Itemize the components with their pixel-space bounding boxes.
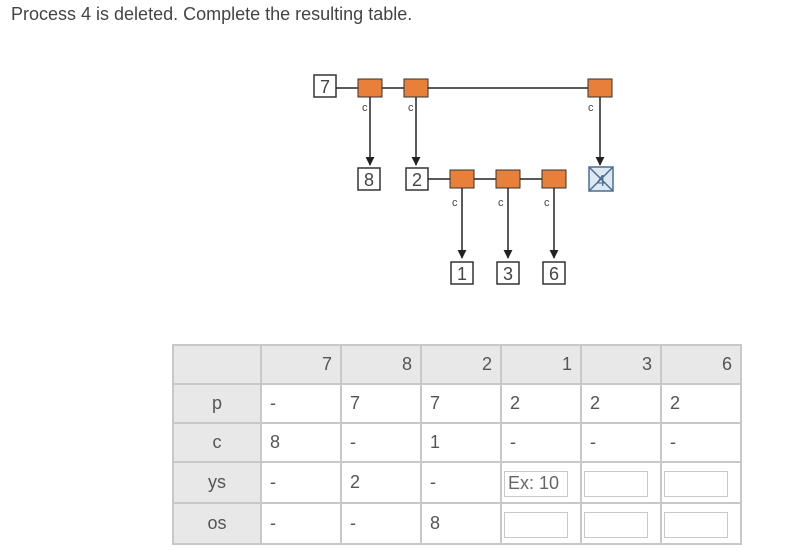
prompt-text: Process 4 is deleted. Complete the resul… <box>11 4 413 24</box>
table-row-ys: ys - 2 - <box>172 461 742 504</box>
tree-node-label: 8 <box>364 170 374 190</box>
pointer-block <box>541 169 567 189</box>
tree-node-2: 2 <box>405 167 429 191</box>
table-cell: 7 <box>340 383 422 424</box>
row-header: p <box>172 383 262 424</box>
row-header: c <box>172 422 262 463</box>
table-cell: - <box>660 422 742 463</box>
table-cell: - <box>580 422 662 463</box>
table-cell <box>580 461 662 504</box>
table-row-os: os - - 8 <box>172 502 742 545</box>
table-cell: - <box>340 422 422 463</box>
table-cell: - <box>260 383 342 424</box>
edge-label: c <box>588 102 594 114</box>
pointer-block <box>403 78 429 98</box>
table-corner <box>172 344 262 385</box>
tree-node-label: 7 <box>320 77 330 97</box>
pointer-block <box>357 78 383 98</box>
table-cell: - <box>260 502 342 545</box>
pointer-block <box>587 78 613 98</box>
table-cell <box>500 461 582 504</box>
pointer-block <box>495 169 521 189</box>
table-cell <box>660 461 742 504</box>
table-cell: 2 <box>580 383 662 424</box>
table-row-c: c 8 - 1 - - - <box>172 422 742 463</box>
table-cell: 2 <box>500 383 582 424</box>
tree-node-7: 7 <box>313 74 337 98</box>
table-cell: 2 <box>660 383 742 424</box>
tree-node-label: 2 <box>412 170 422 190</box>
column-header: 2 <box>420 344 502 385</box>
process-table: 7 8 2 1 3 6 p - 7 7 2 2 2 c 8 - 1 - - - … <box>172 344 742 545</box>
row-header: ys <box>172 461 262 504</box>
table-header-row: 7 8 2 1 3 6 <box>172 344 742 385</box>
process-tree-diagram: 7 c c c 8 2 c c c 4 1 <box>313 74 614 285</box>
tree-node-label: 6 <box>549 264 559 284</box>
edge-label: c <box>498 197 504 209</box>
table-cell: - <box>340 502 422 545</box>
table-cell: - <box>260 461 342 504</box>
column-header: 7 <box>260 344 342 385</box>
tree-node-label: 3 <box>503 264 513 284</box>
tree-node-label: 1 <box>457 264 467 284</box>
answer-input-ys-1[interactable] <box>504 470 568 497</box>
table-cell <box>660 502 742 545</box>
table-cell: - <box>420 461 502 504</box>
table-cell: 1 <box>420 422 502 463</box>
row-header: os <box>172 502 262 545</box>
column-header: 1 <box>500 344 582 385</box>
answer-input-ys-3[interactable] <box>584 470 648 497</box>
tree-node-label: 4 <box>597 173 606 190</box>
table-cell: 7 <box>420 383 502 424</box>
tree-node-4-deleted: 4 <box>588 166 614 192</box>
edge-label: c <box>544 197 550 209</box>
edge-label: c <box>362 102 368 114</box>
answer-input-os-3[interactable] <box>584 511 648 538</box>
column-header: 6 <box>660 344 742 385</box>
answer-input-os-6[interactable] <box>664 511 728 538</box>
pointer-block <box>449 169 475 189</box>
tree-node-3: 3 <box>496 261 520 285</box>
table-cell: 8 <box>420 502 502 545</box>
answer-input-os-1[interactable] <box>504 511 568 538</box>
column-header: 8 <box>340 344 422 385</box>
tree-node-1: 1 <box>450 261 474 285</box>
table-cell: 2 <box>340 461 422 504</box>
edge-label: c <box>408 102 414 114</box>
table-cell <box>500 502 582 545</box>
table-cell: 8 <box>260 422 342 463</box>
edge-label: c <box>452 197 458 209</box>
answer-input-ys-6[interactable] <box>664 470 728 497</box>
table-cell: - <box>500 422 582 463</box>
tree-node-8: 8 <box>357 167 381 191</box>
column-header: 3 <box>580 344 662 385</box>
table-row-p: p - 7 7 2 2 2 <box>172 383 742 424</box>
table-cell <box>580 502 662 545</box>
tree-node-6: 6 <box>542 261 566 285</box>
